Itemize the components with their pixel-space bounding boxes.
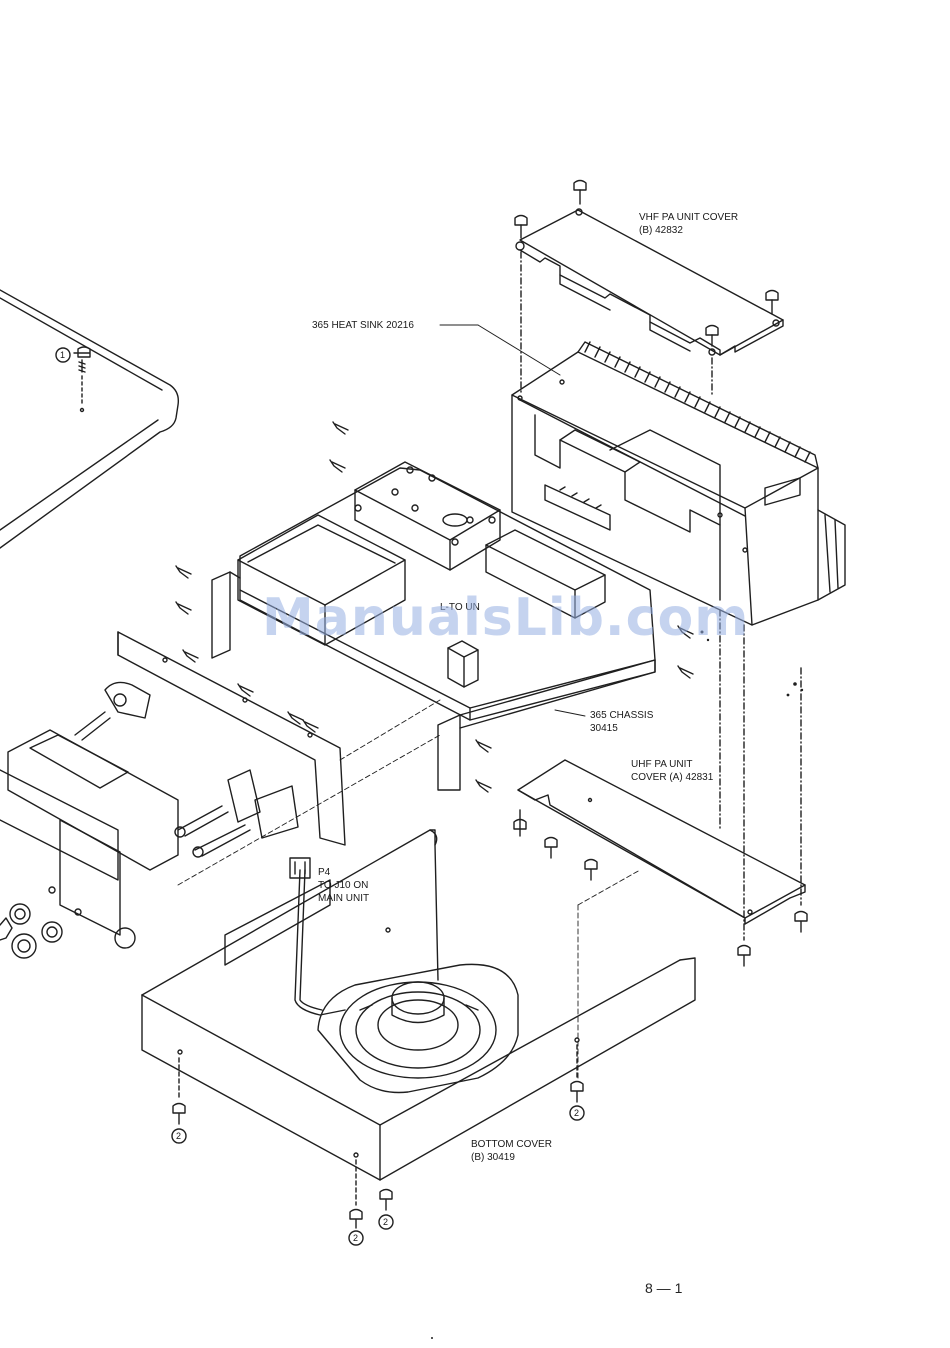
speaker xyxy=(318,964,518,1092)
callout-screw-2-left: 2 xyxy=(176,1130,181,1143)
label-p4-line3: MAIN UNIT xyxy=(318,892,369,905)
callout-screw-2-bottom-a: 2 xyxy=(353,1232,358,1245)
callout-screw-2-bottom-b: 2 xyxy=(383,1216,388,1229)
label-bottom-cover-line2: (B) 30419 xyxy=(471,1151,552,1164)
heat-sink xyxy=(512,342,845,625)
label-p4-line2: TO J10 ON xyxy=(318,879,369,892)
callout-screw-1: 1 xyxy=(60,349,65,362)
label-chassis-line2: 30415 xyxy=(590,722,653,735)
label-bottom-cover: BOTTOM COVER (B) 30419 xyxy=(471,1138,552,1164)
top-cover xyxy=(0,290,178,548)
label-vhf-pa-unit-cover: VHF PA UNIT COVER (B) 42832 xyxy=(639,211,738,237)
front-panel-screws xyxy=(183,650,318,732)
label-p4-connector: P4 TO J10 ON MAIN UNIT xyxy=(318,866,369,905)
label-chassis: 365 CHASSIS 30415 xyxy=(590,709,653,735)
uhf-pa-unit-cover xyxy=(518,760,805,924)
page-number: 8 — 1 xyxy=(645,1280,682,1296)
uhf-cover-screws xyxy=(514,610,807,966)
label-chassis-line1: 365 CHASSIS xyxy=(590,709,653,722)
watermark: ManualsLib.com xyxy=(262,588,749,648)
label-uhf-cover-line2: COVER (A) 42831 xyxy=(631,771,713,784)
label-uhf-cover-line1: UHF PA UNIT xyxy=(631,758,713,771)
front-panel-assembly xyxy=(0,632,345,948)
bottom-cover xyxy=(142,830,695,1180)
label-vhf-cover-line2: (B) 42832 xyxy=(639,224,738,237)
label-heat-sink: 365 HEAT SINK 20216 xyxy=(312,319,414,332)
print-speckles xyxy=(431,631,803,1340)
guide-lines xyxy=(178,700,640,1080)
front-panel-jacks xyxy=(0,904,62,958)
label-p4-line1: P4 xyxy=(318,866,369,879)
label-vhf-cover-line1: VHF PA UNIT COVER xyxy=(639,211,738,224)
label-uhf-pa-unit-cover: UHF PA UNIT COVER (A) 42831 xyxy=(631,758,713,784)
callout-screw-2-right: 2 xyxy=(574,1107,579,1120)
label-bottom-cover-line1: BOTTOM COVER xyxy=(471,1138,552,1151)
